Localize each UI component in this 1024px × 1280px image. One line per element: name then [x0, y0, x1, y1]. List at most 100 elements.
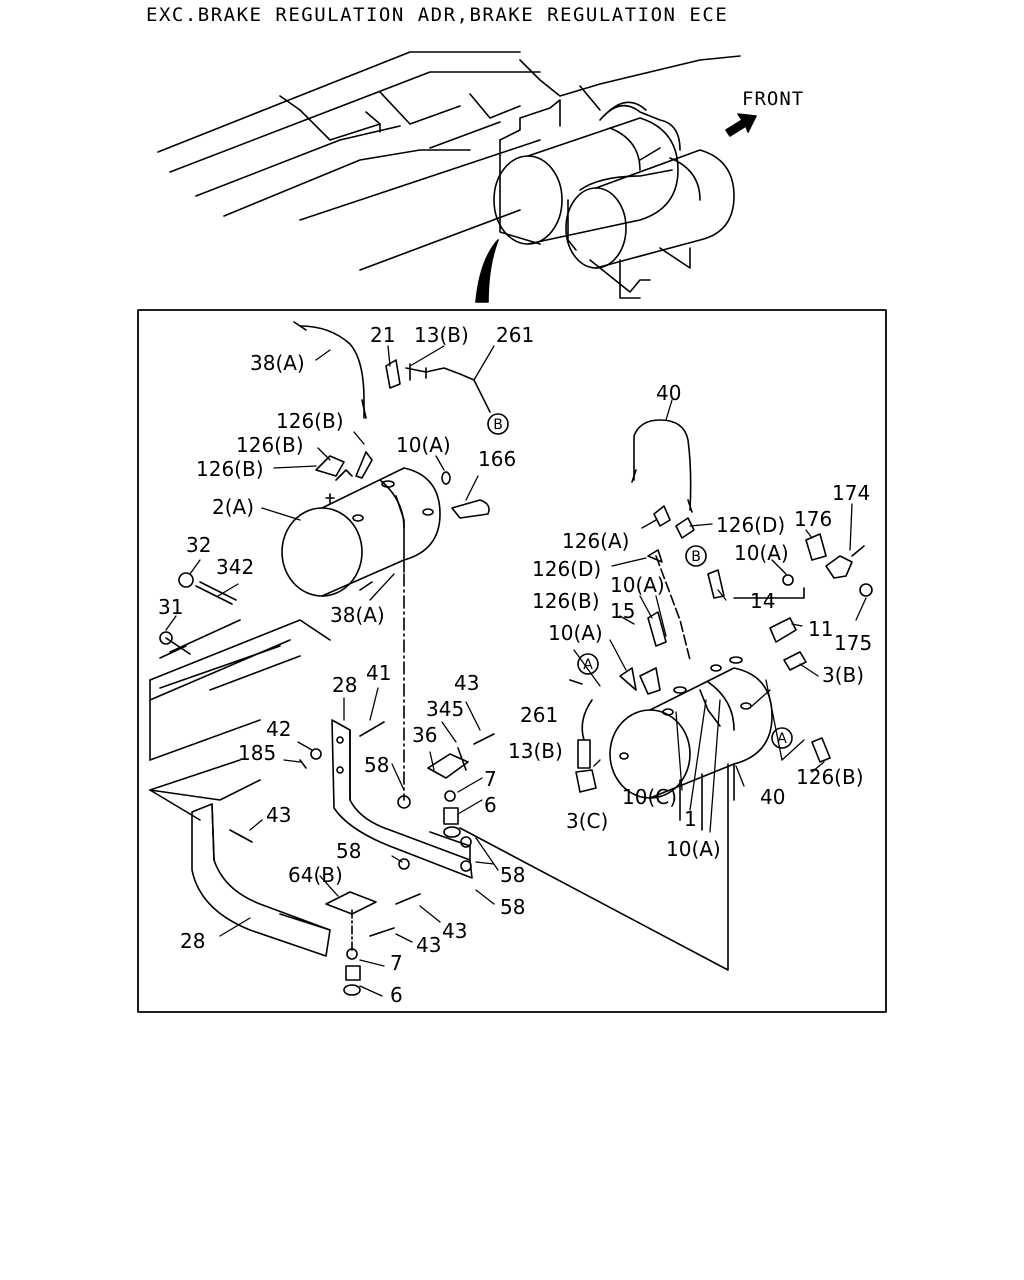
callout-175: 175 — [834, 631, 872, 655]
valve-11 — [769, 617, 797, 643]
plug-175 — [859, 583, 873, 597]
fitting-13b-low — [577, 739, 591, 769]
callout-10a-top: 10(A) — [396, 433, 451, 457]
elbow-21 — [385, 359, 401, 389]
strap-lines — [679, 763, 735, 831]
callout-38a-low: 38(A) — [330, 603, 385, 627]
callout-58-d: 58 — [500, 895, 525, 919]
fitting-126b-r — [639, 667, 661, 695]
callout-40-top: 40 — [656, 381, 681, 405]
detail-frame — [137, 309, 887, 1013]
right-air-tank — [609, 656, 773, 799]
hose-40 — [633, 419, 692, 511]
washer-7-upper — [444, 790, 456, 802]
bracket-36 — [427, 753, 469, 779]
bolt-43-lower — [229, 829, 253, 843]
callout-261-top: 261 — [496, 323, 534, 347]
callout-10a-bottom: 10(A) — [666, 837, 721, 861]
callout-15: 15 — [610, 599, 635, 623]
drain-6-upper — [443, 807, 459, 825]
elbow-126a — [653, 505, 671, 527]
callout-7-a: 7 — [484, 767, 497, 791]
callout-7-b: 7 — [390, 951, 403, 975]
part-345 — [457, 747, 467, 771]
elbow-126d — [675, 517, 695, 539]
callout-42: 42 — [266, 717, 291, 741]
chassis-overview — [157, 51, 741, 271]
callout-43-d: 43 — [416, 933, 441, 957]
callout-342: 342 — [216, 555, 254, 579]
hose-261-low — [581, 699, 593, 741]
callout-126b-right: 126(B) — [532, 589, 600, 613]
ref-marker-a-right-label: A — [777, 731, 787, 747]
drain-6-lower — [345, 965, 361, 981]
bolt-41 — [359, 721, 385, 737]
assembly-line — [459, 763, 729, 971]
ref-marker-a-left — [577, 653, 599, 675]
callout-38a-top: 38(A) — [250, 351, 305, 375]
fitting-126d-left — [647, 549, 663, 563]
valve-15 — [647, 611, 667, 647]
nut-32 — [178, 572, 194, 588]
callout-126b-low: 126(B) — [796, 765, 864, 789]
stud-342 — [195, 581, 237, 605]
callout-174: 174 — [832, 481, 870, 505]
nut-58-a — [397, 795, 411, 809]
plug-10a-r — [782, 574, 794, 586]
tank-assembly-overview — [493, 99, 735, 299]
callout-3c: 3(C) — [566, 809, 608, 833]
hose-38a — [299, 325, 365, 419]
callout-58-b: 58 — [336, 839, 361, 863]
callout-13b-low: 13(B) — [508, 739, 563, 763]
left-air-tank — [281, 451, 490, 597]
callout-58-c: 58 — [500, 863, 525, 887]
bracket-64b — [325, 891, 377, 915]
callout-176: 176 — [794, 507, 832, 531]
callout-126a: 126(A) — [562, 529, 629, 553]
frame-rail — [149, 619, 331, 801]
callout-345: 345 — [426, 697, 464, 721]
callout-41: 41 — [366, 661, 391, 685]
cock-174 — [825, 555, 853, 579]
callout-185: 185 — [238, 741, 276, 765]
plug-3b — [783, 651, 807, 671]
callout-6-b: 6 — [390, 983, 403, 1007]
callout-6-a: 6 — [484, 793, 497, 817]
diagram-title: EXC.BRAKE REGULATION ADR,BRAKE REGULATIO… — [146, 4, 729, 26]
callout-10c: 10(C) — [622, 785, 677, 809]
bolt-head-31 — [159, 631, 173, 645]
washer-42 — [310, 748, 322, 760]
callout-40-low: 40 — [760, 785, 785, 809]
callout-2a: 2(A) — [212, 495, 254, 519]
callout-31: 31 — [158, 595, 183, 619]
bolt-31 — [165, 637, 191, 655]
callout-64b: 64(B) — [288, 863, 343, 887]
callout-126b-3: 126(B) — [196, 457, 264, 481]
ref-marker-b-top — [487, 413, 509, 435]
callout-36: 36 — [412, 723, 437, 747]
callout-126b-2: 126(B) — [236, 433, 304, 457]
callout-13b-top: 13(B) — [414, 323, 469, 347]
fitting-14 — [707, 569, 725, 599]
ref-marker-a-left-label: A — [583, 657, 593, 673]
callout-10a-r2: 10(A) — [610, 573, 665, 597]
callout-3b: 3(B) — [822, 663, 864, 687]
callout-10a-r1: 10(A) — [734, 541, 789, 565]
callout-43-a: 43 — [454, 671, 479, 695]
ref-marker-a-right — [771, 727, 793, 749]
callout-1: 1 — [684, 807, 697, 831]
callout-21: 21 — [370, 323, 395, 347]
valve-176 — [805, 533, 827, 561]
front-direction-label: FRONT — [742, 88, 805, 110]
handle-174 — [851, 545, 865, 557]
bolt-43-d — [369, 927, 395, 937]
callout-43-c: 43 — [442, 919, 467, 943]
nut-58-b — [460, 836, 472, 848]
callout-28-low: 28 — [180, 929, 205, 953]
detail-pointer-arrow — [475, 239, 499, 303]
pin-185 — [299, 759, 307, 769]
ref-marker-b-top-label: B — [493, 417, 503, 433]
callout-labels: 38(A) 21 13(B) 261 126(B) 126(B) 126(B) … — [158, 323, 872, 1007]
callout-14: 14 — [750, 589, 775, 613]
